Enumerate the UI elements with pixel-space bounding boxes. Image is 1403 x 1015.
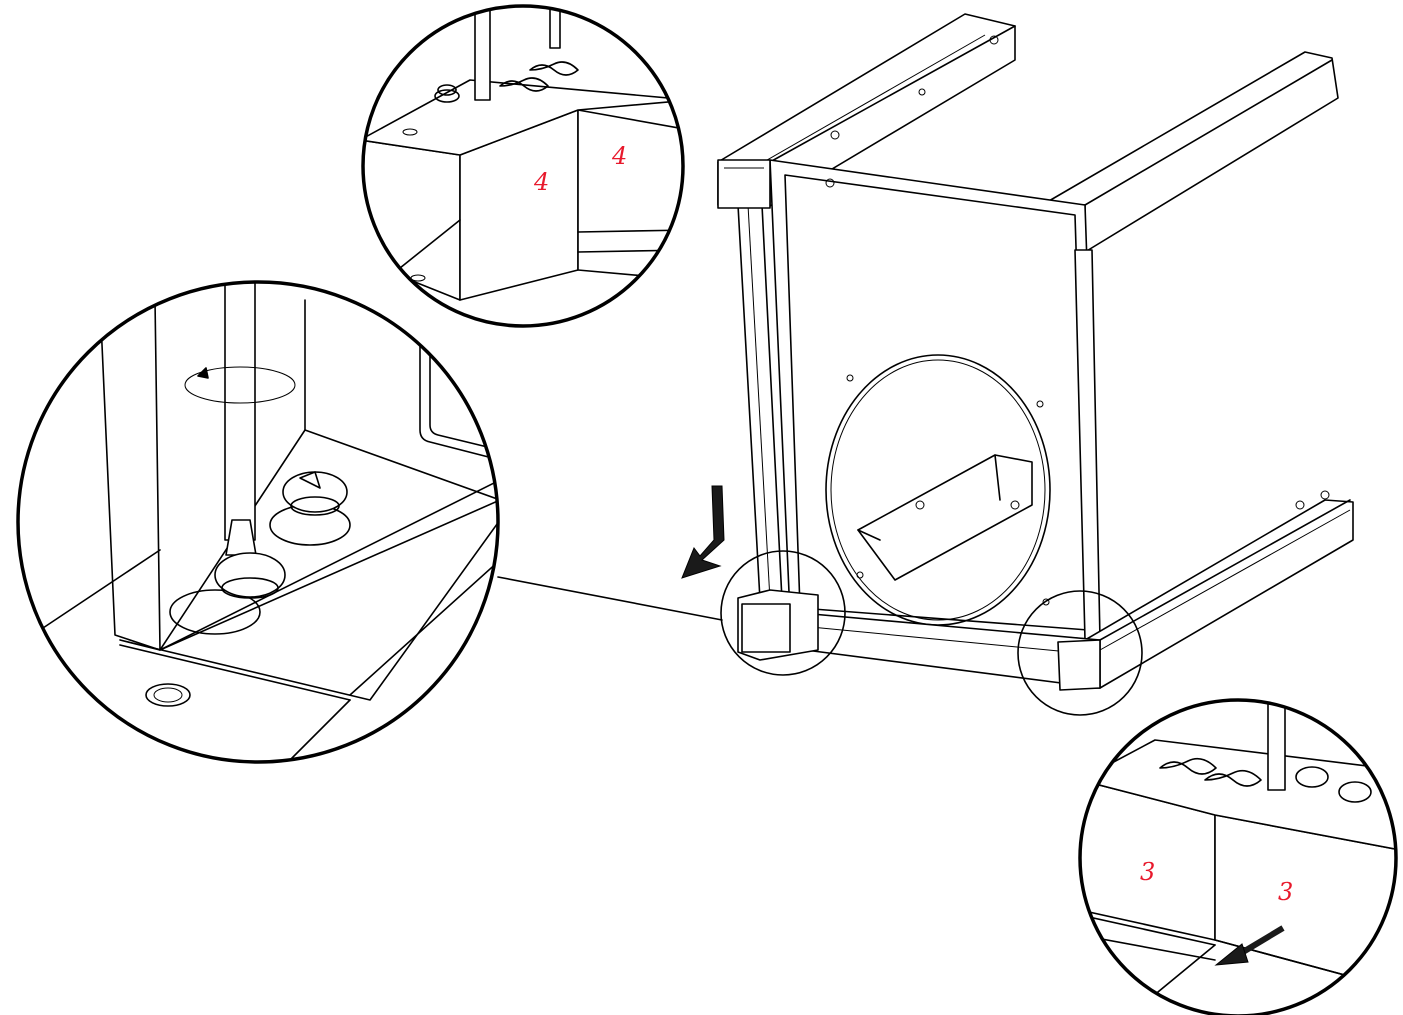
detail-callout-right <box>1017 590 1143 716</box>
bottom-right-rail <box>1084 499 1354 689</box>
screw-head-back <box>282 471 348 513</box>
push-arrow-icon <box>1214 925 1285 966</box>
leader-line <box>497 576 723 621</box>
center-crossbar <box>857 454 1033 581</box>
top-detail-view: 4 4 <box>361 4 685 328</box>
seat-panel <box>769 159 1101 641</box>
screw-head-b <box>1338 781 1372 803</box>
detail-callout-left <box>720 550 846 676</box>
alignment-mark-3-right: 3 <box>1278 878 1293 906</box>
bottom-detail-view: 3 3 <box>1078 698 1398 1015</box>
left-detail-view <box>16 280 500 764</box>
alignment-mark-4-left: 4 <box>533 168 549 196</box>
main-frame <box>497 13 1354 716</box>
alignment-mark-4-right: 4 <box>611 142 627 170</box>
front-right-foot <box>1057 639 1101 691</box>
screwdriver-shaft <box>224 282 256 541</box>
screw-head-a <box>1295 766 1329 788</box>
front-left-foot <box>737 589 819 661</box>
movement-arrow-icon <box>681 485 725 579</box>
alignment-mark-3-left: 3 <box>1140 858 1155 886</box>
rotate-arrow-icon <box>184 366 296 404</box>
screw-head-front <box>214 552 286 598</box>
